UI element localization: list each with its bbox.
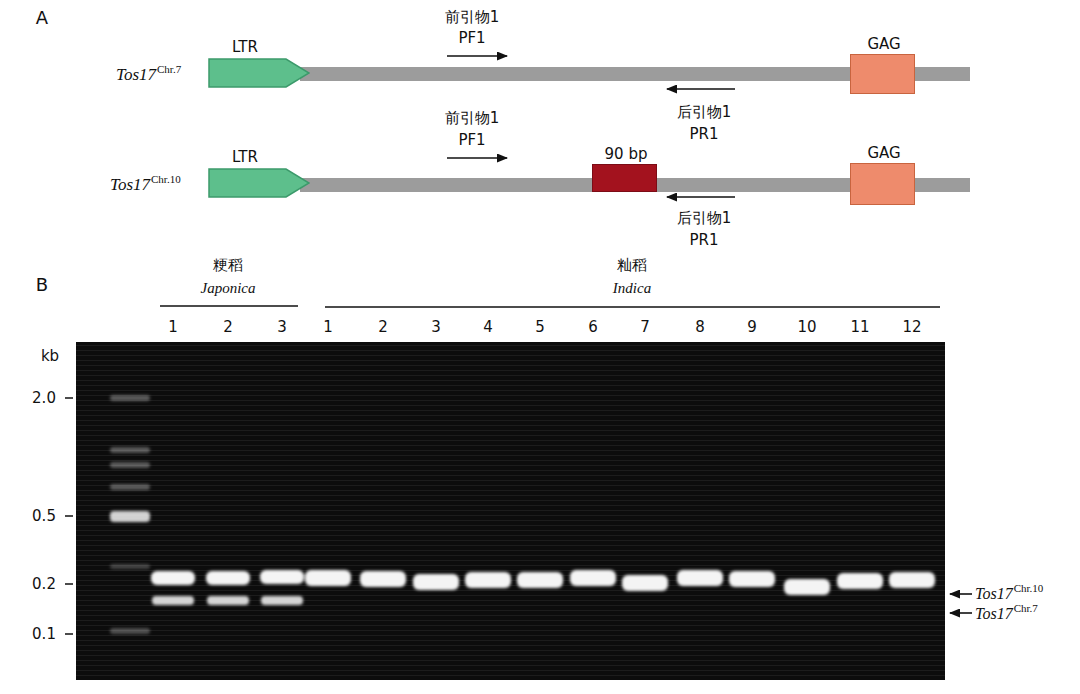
group-bracket: [160, 305, 298, 307]
lane-number: 10: [797, 319, 816, 336]
primer-name: 后引物1: [677, 210, 732, 227]
group-bracket: [325, 306, 940, 308]
size-value: 0.1: [32, 626, 56, 643]
band-superscript: Chr.7: [1014, 602, 1038, 614]
primer-name: PR1: [689, 232, 718, 249]
lane-number: 6: [588, 319, 598, 336]
group-name: 粳稻: [213, 257, 243, 274]
lane-number: 1: [323, 319, 333, 336]
lane-number: 2: [223, 319, 233, 336]
gag-box: GAG: [850, 54, 915, 94]
lane-number: 5: [535, 319, 545, 336]
locus-name: Tos17: [116, 66, 156, 85]
primer-arrow: [667, 196, 735, 198]
group-name: Japonica: [201, 280, 256, 297]
group-name: 籼稻: [617, 257, 647, 274]
size-value: 0.2: [32, 576, 56, 593]
locus-superscript: Chr.10: [151, 173, 181, 185]
band-name: Tos17: [975, 605, 1013, 623]
lane-number: 3: [277, 319, 287, 336]
box-heading: LTR: [232, 149, 258, 166]
ladder-bands: [110, 395, 150, 634]
band-name: Tos17: [975, 585, 1013, 603]
band-pointer: [950, 593, 972, 595]
primer-arrow: [447, 55, 507, 57]
box-heading: GAG: [867, 145, 900, 162]
size-ticks: [65, 398, 73, 634]
size-value: 2.0: [32, 390, 56, 407]
size-value: 0.5: [32, 508, 56, 525]
lane-number: 3: [431, 319, 441, 336]
band-superscript: Chr.10: [1014, 582, 1044, 594]
primer-name: PR1: [689, 126, 718, 143]
lane-number: 1: [168, 319, 178, 336]
box-heading: LTR: [232, 39, 258, 56]
pentagon-shape: [209, 169, 309, 197]
pentagon-outline: [208, 58, 310, 88]
primer-name: 后引物1: [677, 104, 732, 121]
panel-letter: B: [36, 275, 48, 295]
box-heading: 90 bp: [605, 146, 648, 163]
primer-name: 前引物1: [445, 110, 500, 127]
band-pointer: [950, 612, 972, 614]
ltr-box: LTR: [208, 168, 310, 198]
ltr-box: LTR: [208, 58, 310, 88]
pentagon-outline: [208, 168, 310, 198]
gag-box: GAG: [850, 163, 915, 205]
locus-superscript: Chr.7: [157, 63, 181, 75]
group-name: Indica: [613, 280, 651, 297]
lane-number: 9: [747, 319, 757, 336]
primer-name: PF1: [458, 30, 485, 47]
primer-name: 前引物1: [445, 9, 500, 26]
pentagon-shape: [209, 59, 309, 87]
lane-number: 7: [640, 319, 650, 336]
primer-arrow: [447, 157, 507, 159]
panel-letter: A: [36, 8, 48, 28]
primer-name: PF1: [458, 132, 485, 149]
primer-arrow: [667, 88, 735, 90]
lane-number: 11: [850, 319, 869, 336]
axis-unit: kb: [41, 348, 59, 365]
lane-number: 12: [902, 319, 921, 336]
lane-number: 2: [378, 319, 388, 336]
lane-number: 4: [483, 319, 493, 336]
lane-number: 8: [695, 319, 705, 336]
dna-bands: [151, 570, 935, 605]
box-heading: GAG: [867, 36, 900, 53]
gel-image: [76, 342, 945, 680]
insertion-box: 90 bp: [592, 164, 657, 192]
locus-name: Tos17: [110, 176, 150, 195]
